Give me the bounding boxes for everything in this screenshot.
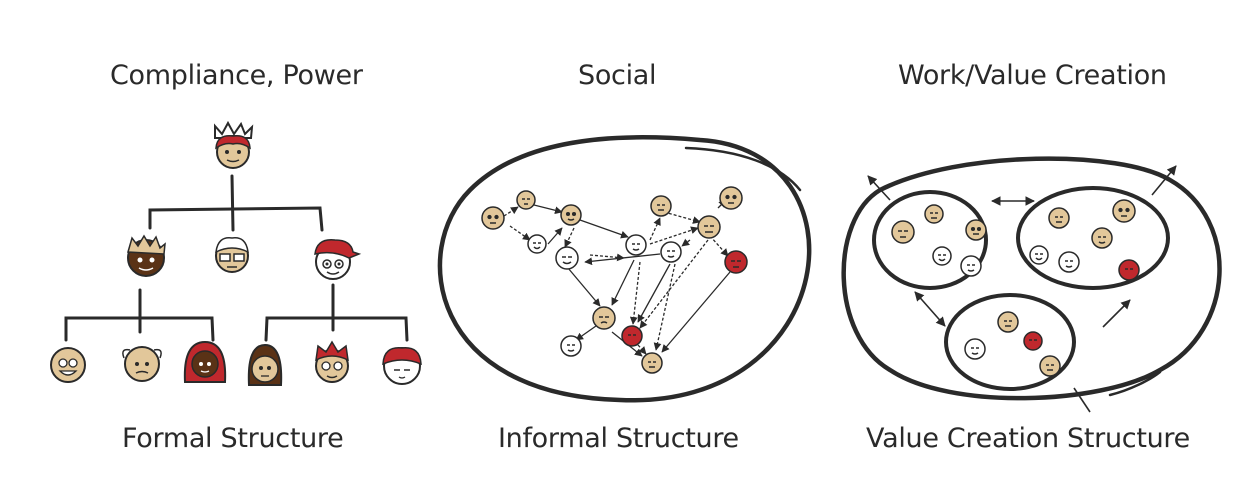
heading-value: Work/Value Creation [898, 60, 1167, 91]
person-icon [891, 220, 915, 244]
value-arrows [867, 165, 1177, 413]
person-icon [932, 246, 952, 266]
person-icon [560, 335, 582, 357]
person-icon [1058, 251, 1080, 273]
manager-face-icon-1 [127, 234, 166, 277]
person-icon [1039, 355, 1061, 377]
person-icon [719, 186, 743, 210]
person-icon [1029, 245, 1049, 265]
value-boundary [841, 156, 1222, 401]
worker-face-icon-3 [183, 340, 227, 383]
caption-formal: Formal Structure [122, 423, 344, 454]
person-icon [625, 234, 647, 256]
value-team-circles [872, 186, 1170, 391]
person-icon [560, 204, 582, 226]
person-icon [481, 206, 505, 230]
person-icon [1112, 199, 1136, 223]
person-icon [724, 250, 748, 274]
tree-line-level1 [148, 206, 324, 232]
person-icon [527, 234, 547, 254]
worker-face-icon-6 [382, 347, 422, 385]
worker-face-icon-2 [122, 346, 162, 382]
king-face-icon [214, 120, 254, 169]
heading-informal: Social [578, 60, 657, 91]
team-circle-3 [944, 293, 1076, 391]
team-circle-2 [1016, 186, 1170, 290]
formal-structure-tree [64, 174, 409, 342]
tree-line-level2-left [64, 316, 215, 342]
person-icon [1023, 331, 1043, 351]
tree-line-root [230, 174, 235, 232]
person-icon [965, 219, 987, 241]
person-icon [924, 204, 944, 224]
informal-boundary [437, 135, 812, 403]
person-icon [555, 246, 579, 270]
worker-face-icon-4 [247, 343, 283, 386]
team-circle-1 [872, 190, 988, 290]
person-icon [592, 306, 616, 330]
person-icon [660, 241, 682, 263]
person-icon [960, 255, 982, 277]
manager-face-icon-3 [314, 239, 362, 280]
person-icon [650, 195, 672, 217]
caption-informal: Informal Structure [498, 423, 739, 454]
person-icon [516, 190, 536, 210]
worker-face-icon-5 [315, 340, 349, 383]
value-people [891, 199, 1140, 377]
caption-value: Value Creation Structure [866, 423, 1190, 454]
person-icon [697, 215, 721, 239]
manager-face-icon-2 [215, 237, 249, 273]
person-icon [621, 325, 643, 347]
person-icon [1091, 227, 1113, 249]
person-icon [1118, 259, 1140, 281]
informal-links [503, 199, 731, 357]
informal-people [481, 186, 748, 374]
tree-line-level2-right [264, 316, 409, 342]
person-icon [641, 352, 663, 374]
person-icon [997, 311, 1019, 333]
person-icon [1048, 207, 1070, 229]
worker-face-icon-1 [50, 347, 86, 383]
heading-formal: Compliance, Power [110, 60, 363, 91]
person-icon [964, 338, 986, 360]
